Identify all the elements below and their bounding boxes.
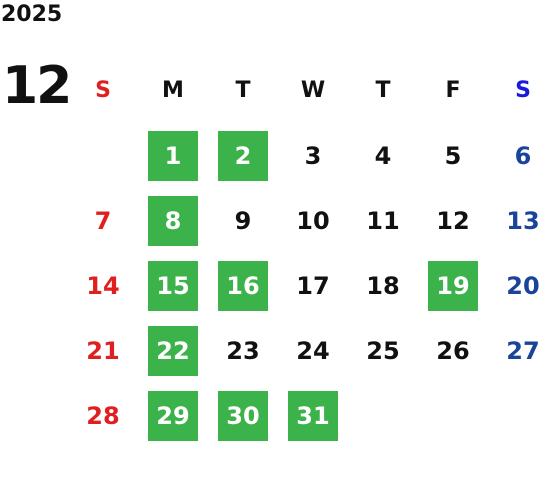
day-number: 27 xyxy=(506,336,540,365)
day-cell: 28 xyxy=(68,383,138,448)
day-cell: 11 xyxy=(348,188,418,253)
day-number: 1 xyxy=(164,141,182,170)
empty-day-cell xyxy=(68,123,138,188)
day-number: 9 xyxy=(234,206,252,235)
weekday-header: M xyxy=(138,58,208,123)
day-number: 21 xyxy=(86,336,120,365)
weekday-header-label: T xyxy=(235,78,251,103)
day-cell: 12 xyxy=(418,188,488,253)
empty-day-cell xyxy=(488,383,548,448)
day-cell: 23 xyxy=(208,318,278,383)
day-cell-highlighted: 1 xyxy=(138,123,208,188)
day-cell: 20 xyxy=(488,253,548,318)
weekday-header: W xyxy=(278,58,348,123)
day-number: 15 xyxy=(156,271,190,300)
day-cell: 26 xyxy=(418,318,488,383)
day-cell: 17 xyxy=(278,253,348,318)
day-cell: 24 xyxy=(278,318,348,383)
day-number: 28 xyxy=(86,401,120,430)
day-cell: 21 xyxy=(68,318,138,383)
day-number: 30 xyxy=(226,401,260,430)
day-number: 22 xyxy=(156,336,190,365)
day-number: 7 xyxy=(94,206,112,235)
day-cell: 18 xyxy=(348,253,418,318)
day-number: 11 xyxy=(366,206,400,235)
weekday-header-label: W xyxy=(300,78,326,103)
day-cell-highlighted: 31 xyxy=(278,383,348,448)
day-number: 13 xyxy=(506,206,540,235)
day-number: 10 xyxy=(296,206,330,235)
year-label: 2025 xyxy=(1,2,63,27)
weekday-header-label: F xyxy=(445,78,461,103)
month-number: 12 xyxy=(2,56,72,116)
day-number: 24 xyxy=(296,336,330,365)
day-cell-highlighted: 16 xyxy=(208,253,278,318)
day-number: 16 xyxy=(226,271,260,300)
empty-day-cell xyxy=(418,383,488,448)
day-number: 31 xyxy=(296,401,330,430)
day-cell: 7 xyxy=(68,188,138,253)
weekday-header: S xyxy=(68,58,138,123)
weekday-header-label: S xyxy=(95,78,111,103)
weekday-header: T xyxy=(348,58,418,123)
day-number: 26 xyxy=(436,336,470,365)
day-number: 23 xyxy=(226,336,260,365)
weekday-header-label: T xyxy=(375,78,391,103)
day-number: 5 xyxy=(444,141,462,170)
day-cell: 14 xyxy=(68,253,138,318)
day-cell: 3 xyxy=(278,123,348,188)
day-cell: 4 xyxy=(348,123,418,188)
day-number: 6 xyxy=(514,141,532,170)
day-cell: 10 xyxy=(278,188,348,253)
day-cell: 27 xyxy=(488,318,548,383)
day-cell-highlighted: 29 xyxy=(138,383,208,448)
day-number: 8 xyxy=(164,206,182,235)
day-cell-highlighted: 30 xyxy=(208,383,278,448)
day-cell: 5 xyxy=(418,123,488,188)
day-cell-highlighted: 8 xyxy=(138,188,208,253)
day-cell: 6 xyxy=(488,123,548,188)
day-cell: 9 xyxy=(208,188,278,253)
day-number: 3 xyxy=(304,141,322,170)
day-cell-highlighted: 22 xyxy=(138,318,208,383)
day-number: 17 xyxy=(296,271,330,300)
day-number: 12 xyxy=(436,206,470,235)
day-cell-highlighted: 15 xyxy=(138,253,208,318)
empty-day-cell xyxy=(348,383,418,448)
day-number: 20 xyxy=(506,271,540,300)
day-cell: 13 xyxy=(488,188,548,253)
day-number: 29 xyxy=(156,401,190,430)
weekday-header: S xyxy=(488,58,548,123)
day-cell-highlighted: 19 xyxy=(418,253,488,318)
day-cell-highlighted: 2 xyxy=(208,123,278,188)
day-number: 4 xyxy=(374,141,392,170)
day-number: 18 xyxy=(366,271,400,300)
day-number: 14 xyxy=(86,271,120,300)
weekday-header-label: M xyxy=(162,78,184,103)
weekday-header: T xyxy=(208,58,278,123)
day-number: 25 xyxy=(366,336,400,365)
day-number: 2 xyxy=(234,141,252,170)
weekday-header-label: S xyxy=(515,78,531,103)
weekday-header: F xyxy=(418,58,488,123)
day-cell: 25 xyxy=(348,318,418,383)
day-number: 19 xyxy=(436,271,470,300)
